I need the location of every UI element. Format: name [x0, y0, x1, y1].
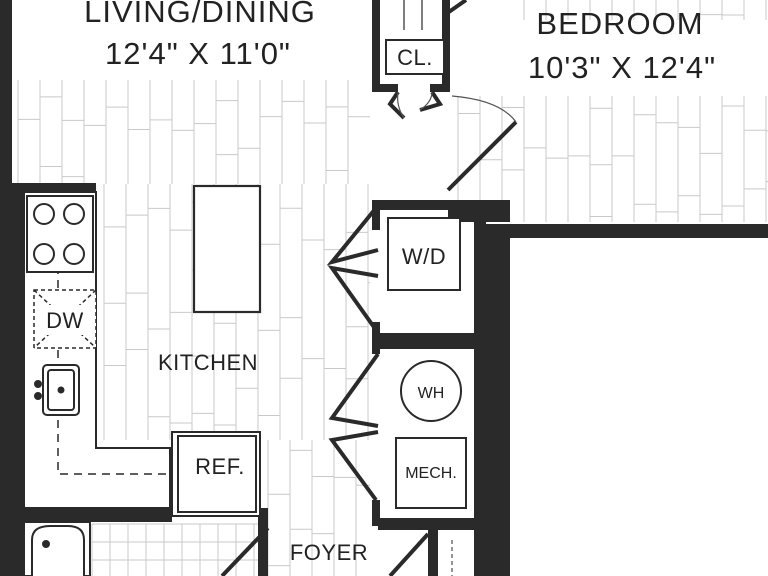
faucet-icon [34, 380, 42, 388]
foyer-right-wall [474, 530, 486, 576]
bedroom-title: BEDROOM [536, 6, 703, 41]
burner-icon [63, 203, 85, 225]
foyer-door [388, 532, 430, 576]
bathroom-top-wall [12, 508, 172, 522]
bedroom-dimensions: 10'3" X 12'4" [528, 50, 716, 85]
washer-dryer-label: W/D [402, 244, 446, 269]
mech-divider-wall [378, 333, 474, 349]
closet-door-right [419, 90, 444, 112]
kitchen-island [192, 184, 262, 314]
door-arcs [397, 91, 517, 123]
laundry-door-upper [326, 206, 379, 266]
mech-left-wall [372, 500, 380, 526]
living-dining-title: LIVING/DINING [84, 0, 316, 29]
closet-door-arc-left [397, 91, 405, 119]
bedroom-bottom-wall [510, 224, 768, 238]
mech-bottom-wall [378, 518, 484, 530]
bathroom-tile-grid [91, 523, 258, 576]
water-heater [400, 360, 462, 422]
living-top-door [444, 0, 468, 16]
mechanical-label: MECH. [405, 465, 457, 482]
closet-left-wall [372, 0, 380, 90]
closet-door-left [387, 90, 406, 120]
refrigerator-label: REF. [195, 454, 245, 479]
drain-icon [57, 386, 65, 394]
kitchen-label: KITCHEN [158, 350, 258, 375]
mech-door-lower [328, 430, 379, 502]
bedroom-door [446, 120, 518, 192]
upper-cabinet-line [57, 196, 170, 475]
burner-icon [33, 243, 55, 265]
bedroom-door-arc [451, 95, 517, 123]
burner-icon [63, 243, 85, 265]
tub-drain-icon [42, 540, 50, 548]
washer-dryer [387, 217, 461, 291]
closet-bottom-right-wall [430, 84, 450, 92]
laundry-top-wall [372, 200, 452, 210]
refrigerator [171, 431, 261, 517]
laundry-left-wall [372, 200, 380, 230]
dishwasher-label-bg [42, 305, 88, 335]
laundry-right-wall [474, 205, 486, 535]
bathroom-right-wall [258, 508, 268, 576]
sink [34, 364, 80, 416]
living-dining-dimensions: 12'4" X 11'0" [105, 36, 291, 71]
bathroom-door [220, 526, 270, 576]
foyer-label: FOYER [290, 540, 368, 565]
cooktop [26, 195, 97, 273]
faucet-icon [34, 392, 42, 400]
refrigerator-inner [177, 435, 257, 513]
closet-right-wall [442, 0, 450, 92]
laundry-left-wall-lower [372, 322, 380, 354]
mechanical-unit [395, 437, 467, 509]
kitchen-upper-wall [12, 183, 96, 192]
bedroom-corner-wall [486, 224, 510, 576]
closet-bottom-left-wall [372, 84, 398, 92]
bathtub [23, 521, 91, 576]
closet-box [385, 39, 445, 75]
dishwasher-label: DW [46, 308, 84, 333]
closet-label: CL. [397, 45, 433, 70]
doors [220, 0, 518, 576]
left-exterior-wall [0, 0, 12, 185]
laundry-door-lower [327, 265, 379, 332]
counter-dashed-edge [57, 196, 170, 475]
foyer-jamb [428, 528, 438, 576]
sink-inner [47, 369, 75, 411]
closet-door-arc-right [419, 91, 433, 111]
burner-icon [33, 203, 55, 225]
water-heater-label: WH [418, 385, 445, 402]
mech-door-upper [328, 352, 380, 428]
floor-plank-hatching [17, 0, 768, 576]
bathtub-basin [31, 525, 85, 576]
